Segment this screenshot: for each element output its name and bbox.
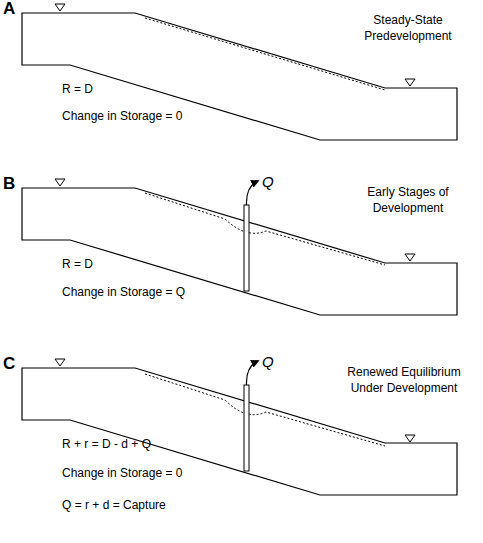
equation: R = D [62, 82, 93, 97]
water-table [145, 374, 385, 446]
well [244, 385, 249, 471]
discharge-label: Q [262, 174, 274, 189]
discharge-label: Q [262, 354, 274, 369]
water-level-symbol [55, 4, 65, 11]
water-level-symbol [405, 79, 415, 86]
equation: R + r = D - d + Q [62, 437, 151, 452]
panel-c-section [22, 359, 457, 495]
equation: Change in Storage = 0 [62, 466, 182, 481]
panel-letter: B [3, 175, 15, 193]
equation: Q = r + d = Capture [62, 498, 166, 513]
water-level-symbol [405, 435, 415, 442]
equation: Change in Storage = Q [62, 285, 185, 300]
well [244, 205, 249, 291]
water-table [145, 18, 385, 90]
equation: Change in Storage = 0 [62, 109, 182, 124]
panel-title: Steady-State Predevelopment [352, 12, 464, 44]
water-level-symbol [55, 179, 65, 186]
pumping-arrow [246, 361, 258, 385]
panel-title: Early Stages of Development [352, 184, 464, 216]
pumping-arrow [246, 181, 258, 205]
panel-letter: C [3, 355, 15, 373]
panel-title: Renewed Equilibrium Under Development [336, 364, 472, 396]
water-level-symbol [405, 254, 415, 261]
water-table [145, 193, 385, 265]
water-level-symbol [55, 359, 65, 366]
equation: R = D [62, 257, 93, 272]
panel-b-section [22, 179, 457, 315]
panel-letter: A [3, 0, 15, 18]
